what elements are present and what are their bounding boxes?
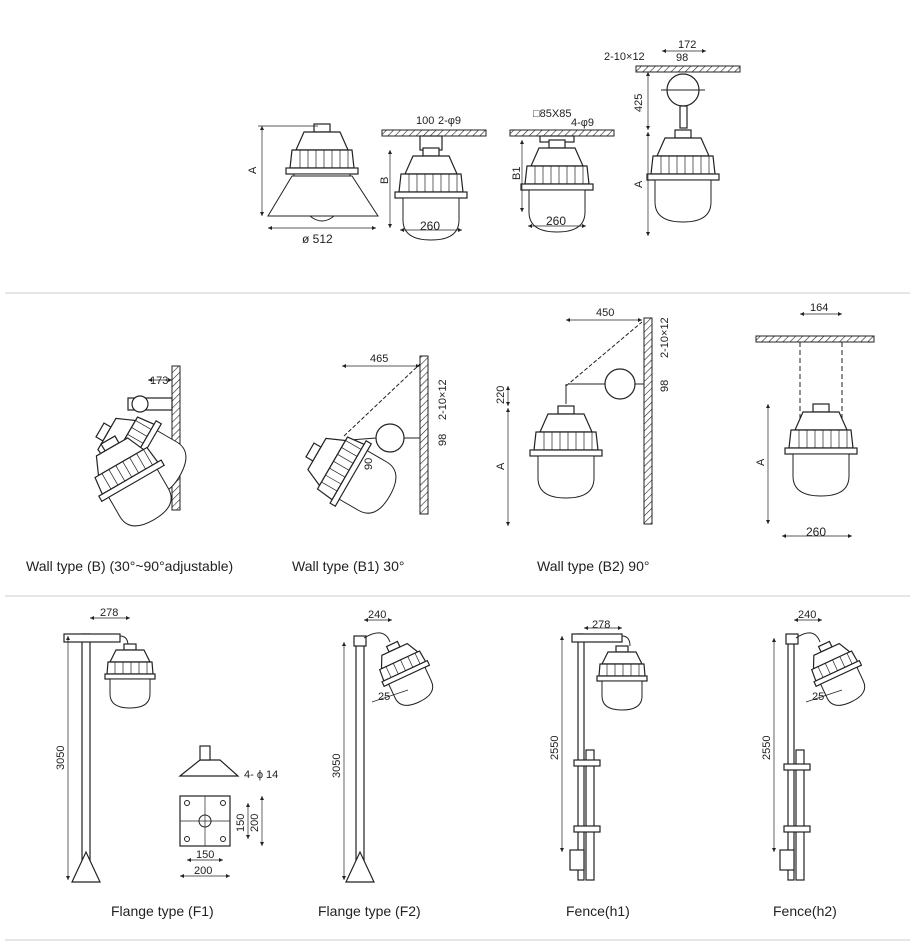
pendant-shade-drawing: A ø 512 xyxy=(247,123,379,246)
dim-wall-b2-spacing: 98 xyxy=(659,380,671,392)
dim-wall-b2-height: A xyxy=(495,462,507,470)
ceiling-b1-drawing: B1 □85X85 4-φ9 260 xyxy=(509,108,615,233)
caption-flange-f1: Flange type (F1) xyxy=(111,903,214,919)
dim-ceiling-b1-width: 260 xyxy=(546,214,566,228)
flange-f1-drawing: 278 3050 xyxy=(55,607,156,883)
flange-f2-drawing: 240 25 3050 xyxy=(331,609,443,883)
dim-pipe-inner: 98 xyxy=(676,52,688,64)
caption-fence-h2: Fence(h2) xyxy=(773,903,837,919)
dim-pipe-outer: 172 xyxy=(678,39,696,51)
dim-f2-arm: 240 xyxy=(368,609,386,621)
dim-wall-b1-spacing: 98 xyxy=(437,434,449,446)
wall-b1-drawing: 465 2-10×12 98 90 xyxy=(291,353,449,528)
dim-f2-angle: 25 xyxy=(378,691,390,703)
dim-ceiling-b-holes: 2-φ9 xyxy=(438,115,461,127)
dim-h2-angle: 25 xyxy=(812,691,824,703)
dim-ceiling-b-height: B xyxy=(379,177,391,184)
dim-pipe-drop: 425 xyxy=(633,94,645,112)
dim-wall-b2-reach: 450 xyxy=(596,307,614,319)
dim-chain-top: 164 xyxy=(810,302,828,314)
dim-pipe-holes: 2-10×12 xyxy=(604,51,645,63)
dim-ceiling-b1-height: B1 xyxy=(511,167,523,180)
dim-plate-inner-v: 150 xyxy=(235,814,247,832)
caption-flange-f2: Flange type (F2) xyxy=(318,903,421,919)
flange-plate-drawing: 4- ϕ 14 150 200 150 200 xyxy=(178,745,278,879)
dim-chain-width: 260 xyxy=(806,525,826,539)
dim-plate-holes: 4- ϕ 14 xyxy=(244,769,278,781)
dim-wall-b: 173 xyxy=(150,375,168,387)
dim-plate-outer-v: 200 xyxy=(249,814,261,832)
dim-pendant-diameter: ø 512 xyxy=(302,232,333,246)
caption-wall-b1: Wall type (B1) 30° xyxy=(292,558,405,574)
caption-wall-b2: Wall type (B2) 90° xyxy=(537,558,650,574)
dim-h2-height: 2550 xyxy=(761,736,773,760)
dim-plate-outer-h: 200 xyxy=(194,865,212,877)
dim-f1-height: 3050 xyxy=(55,746,67,770)
dim-pipe-height: A xyxy=(633,180,645,188)
dim-h1-height: 2550 xyxy=(549,736,561,760)
fence-h2-drawing: 240 25 2550 xyxy=(761,609,875,881)
dim-wall-b1-holes: 2-10×12 xyxy=(437,379,449,420)
dim-ceiling-b1-plate: □85X85 xyxy=(533,108,571,120)
dim-wall-b2-rise: 220 xyxy=(495,386,507,404)
wall-b2-drawing: 450 2-10×12 98 220 A xyxy=(495,307,671,526)
wall-b-drawing: 173 xyxy=(76,365,199,539)
chain-drawing: 164 A 260 xyxy=(755,302,875,539)
dim-ceiling-b-width: 260 xyxy=(420,219,440,233)
pipe-pendant-drawing: 425 A 2-10×12 172 98 xyxy=(604,39,741,236)
caption-fence-h1: Fence(h1) xyxy=(566,903,630,919)
dim-plate-inner-h: 150 xyxy=(196,849,214,861)
dim-h2-arm: 240 xyxy=(798,609,816,621)
dim-wall-b1-drop: 90 xyxy=(363,458,375,470)
dim-ceiling-b1-holes: 4-φ9 xyxy=(571,117,594,129)
dim-f1-arm: 278 xyxy=(100,607,118,619)
dim-pendant-height: A xyxy=(247,166,259,174)
dim-ceiling-b-top: 100 xyxy=(416,115,434,127)
dim-chain-height: A xyxy=(755,458,767,466)
dim-wall-b1-reach: 465 xyxy=(370,353,388,365)
fence-h1-drawing: 278 2550 xyxy=(549,619,648,881)
caption-wall-b: Wall type (B) (30°~90°adjustable) xyxy=(26,558,234,574)
dim-wall-b2-holes: 2-10×12 xyxy=(659,317,671,358)
ceiling-b-drawing: B 100 2-φ9 260 xyxy=(379,115,487,241)
dim-f2-height: 3050 xyxy=(331,754,343,778)
dim-h1-arm: 278 xyxy=(592,619,610,631)
